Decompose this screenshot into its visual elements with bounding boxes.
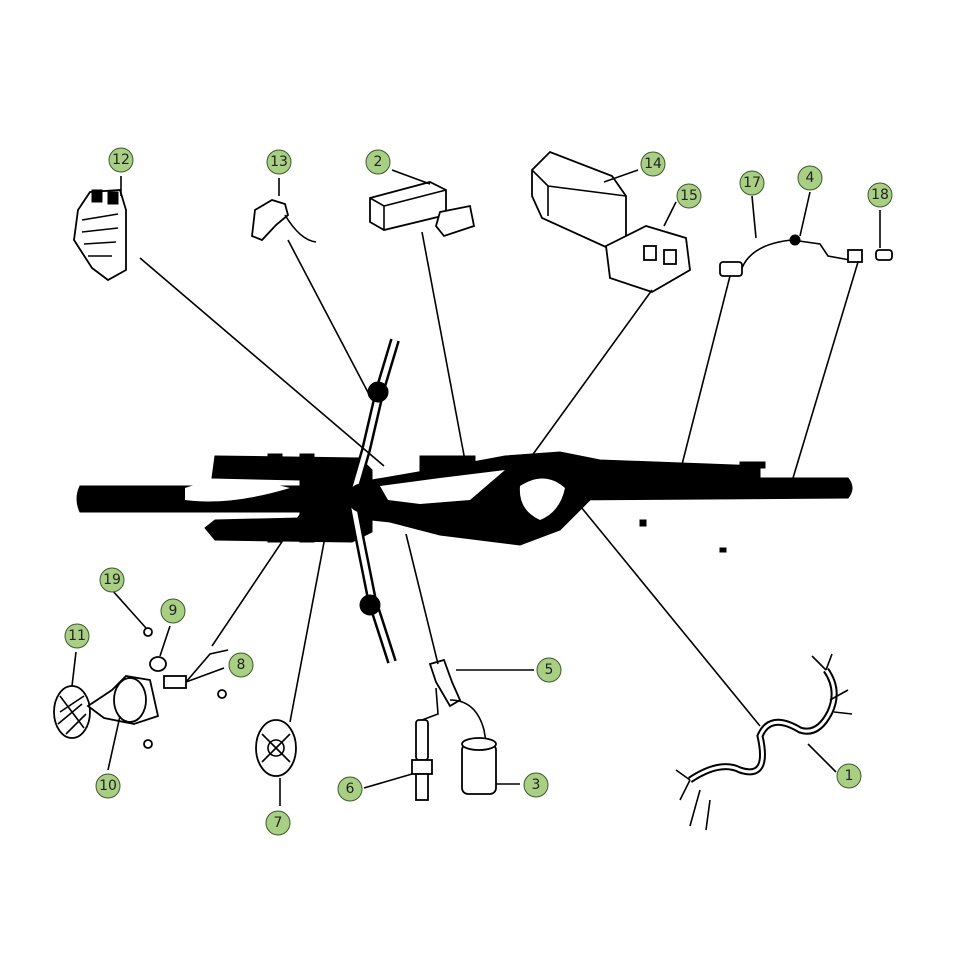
callout-7: 7 xyxy=(265,810,291,836)
part-sensor-wire xyxy=(719,234,893,277)
callout-13: 13 xyxy=(266,149,292,175)
callout-9: 9 xyxy=(160,598,186,624)
svg-text:13: 13 xyxy=(270,154,288,170)
svg-text:19: 19 xyxy=(103,572,121,588)
part-ignition-coil xyxy=(411,658,497,801)
callout-3: 3 xyxy=(523,772,549,798)
part-cdi-box xyxy=(531,150,627,250)
svg-text:3: 3 xyxy=(532,777,541,793)
part-switch-housing xyxy=(73,189,127,282)
callout-1: 1 xyxy=(836,763,862,789)
svg-text:12: 12 xyxy=(112,152,130,168)
callout-fill xyxy=(836,763,862,789)
svg-text:15: 15 xyxy=(680,188,698,204)
svg-text:6: 6 xyxy=(346,781,355,797)
part-horn xyxy=(255,719,297,777)
part-relay-box xyxy=(369,181,476,238)
svg-text:10: 10 xyxy=(99,778,117,794)
svg-text:11: 11 xyxy=(68,628,86,644)
svg-text:7: 7 xyxy=(274,815,283,831)
svg-text:9: 9 xyxy=(169,603,178,619)
part-connector-block xyxy=(605,225,691,293)
callout-14: 14 xyxy=(640,151,666,177)
leader-lines xyxy=(71,169,881,806)
part-headlight-assembly xyxy=(53,627,229,749)
callout-18: 18 xyxy=(867,182,893,208)
svg-text:1: 1 xyxy=(845,768,854,784)
svg-text:4: 4 xyxy=(806,170,815,186)
callout-2: 2 xyxy=(365,149,391,175)
part-wiring-harness xyxy=(675,653,853,831)
callout-17: 17 xyxy=(739,170,765,196)
callout-8: 8 xyxy=(228,652,254,678)
callout-19: 19 xyxy=(99,567,125,593)
svg-text:2: 2 xyxy=(374,154,383,170)
callout-15: 15 xyxy=(676,183,702,209)
callout-11: 11 xyxy=(64,623,90,649)
motorcycle-silhouette xyxy=(76,338,853,664)
callout-5: 5 xyxy=(536,657,562,683)
svg-text:18: 18 xyxy=(871,187,889,203)
part-handlebar-switch xyxy=(251,199,317,243)
svg-text:14: 14 xyxy=(644,156,662,172)
callout-12: 12 xyxy=(108,147,134,173)
callout-6: 6 xyxy=(337,776,363,802)
svg-text:8: 8 xyxy=(237,657,246,673)
callout-10: 10 xyxy=(95,773,121,799)
svg-text:5: 5 xyxy=(545,662,554,678)
callout-4: 4 xyxy=(797,165,823,191)
svg-text:17: 17 xyxy=(743,175,761,191)
